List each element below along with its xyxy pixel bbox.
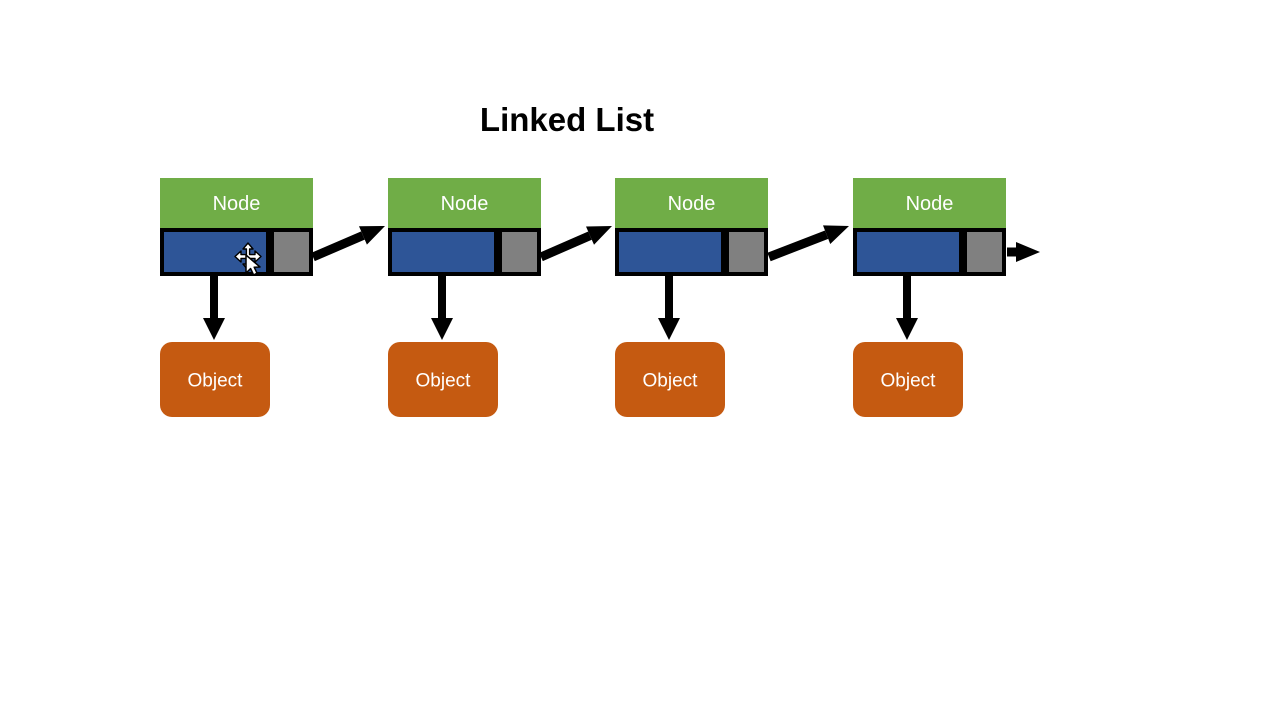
object-link-2: [658, 276, 680, 340]
tail-pointer-arrow: [1007, 242, 1040, 262]
object-3[interactable]: Object: [853, 342, 963, 417]
object-1-box[interactable]: [388, 342, 498, 417]
node-1-header-label: Node: [441, 193, 489, 215]
next-pointer-arrow-1: [539, 226, 612, 262]
next-pointer-arrow-0: [311, 226, 385, 262]
object-list: Object Object Object Object: [160, 342, 963, 417]
next-pointer-arrow-2-head: [823, 225, 849, 244]
node-0-data-cell[interactable]: [160, 228, 270, 276]
node-0-pointer-cell[interactable]: [270, 228, 313, 276]
node-2-header[interactable]: [615, 178, 768, 228]
object-link-1-head: [431, 318, 453, 340]
node-0-header-label: Node: [213, 193, 261, 215]
node-0[interactable]: Node: [160, 178, 313, 276]
node-1-pointer-cell[interactable]: [498, 228, 541, 276]
node-2-header-label: Node: [668, 193, 716, 215]
object-link-0: [203, 276, 225, 340]
object-link-0-head: [203, 318, 225, 340]
node-3-data-cell[interactable]: [853, 228, 963, 276]
tail-pointer-arrow-head: [1016, 242, 1040, 262]
object-link-3-head: [896, 318, 918, 340]
node-3[interactable]: Node: [853, 178, 1006, 276]
node-2-pointer-cell[interactable]: [725, 228, 768, 276]
next-pointer-arrow-2: [767, 225, 849, 262]
object-link-3: [896, 276, 918, 340]
next-pointer-arrow-0-shaft: [311, 231, 365, 262]
next-pointer-links: [311, 225, 1040, 262]
node-2-data-cell[interactable]: [615, 228, 725, 276]
node-1-header[interactable]: [388, 178, 541, 228]
node-list: Node Node Node Node: [160, 178, 1006, 276]
page-title: Linked List: [480, 101, 654, 138]
object-2-box[interactable]: [615, 342, 725, 417]
object-0[interactable]: Object: [160, 342, 270, 417]
object-2[interactable]: Object: [615, 342, 725, 417]
next-pointer-arrow-0-head: [359, 226, 385, 245]
object-3-label: Object: [881, 371, 937, 392]
node-2[interactable]: Node: [615, 178, 768, 276]
next-pointer-arrow-1-shaft: [539, 231, 592, 262]
object-0-label: Object: [188, 371, 244, 392]
node-0-header[interactable]: [160, 178, 313, 228]
object-link-1: [431, 276, 453, 340]
node-3-header[interactable]: [853, 178, 1006, 228]
node-3-header-label: Node: [906, 193, 954, 215]
next-pointer-arrow-1-head: [586, 226, 612, 245]
node-1-data-cell[interactable]: [388, 228, 498, 276]
object-1[interactable]: Object: [388, 342, 498, 417]
node-1[interactable]: Node: [388, 178, 541, 276]
node-3-pointer-cell[interactable]: [963, 228, 1006, 276]
object-1-label: Object: [416, 371, 472, 392]
object-reference-links: [203, 276, 918, 340]
next-pointer-arrow-2-shaft: [767, 230, 829, 262]
object-link-2-head: [658, 318, 680, 340]
object-2-label: Object: [643, 371, 699, 392]
object-0-box[interactable]: [160, 342, 270, 417]
object-3-box[interactable]: [853, 342, 963, 417]
